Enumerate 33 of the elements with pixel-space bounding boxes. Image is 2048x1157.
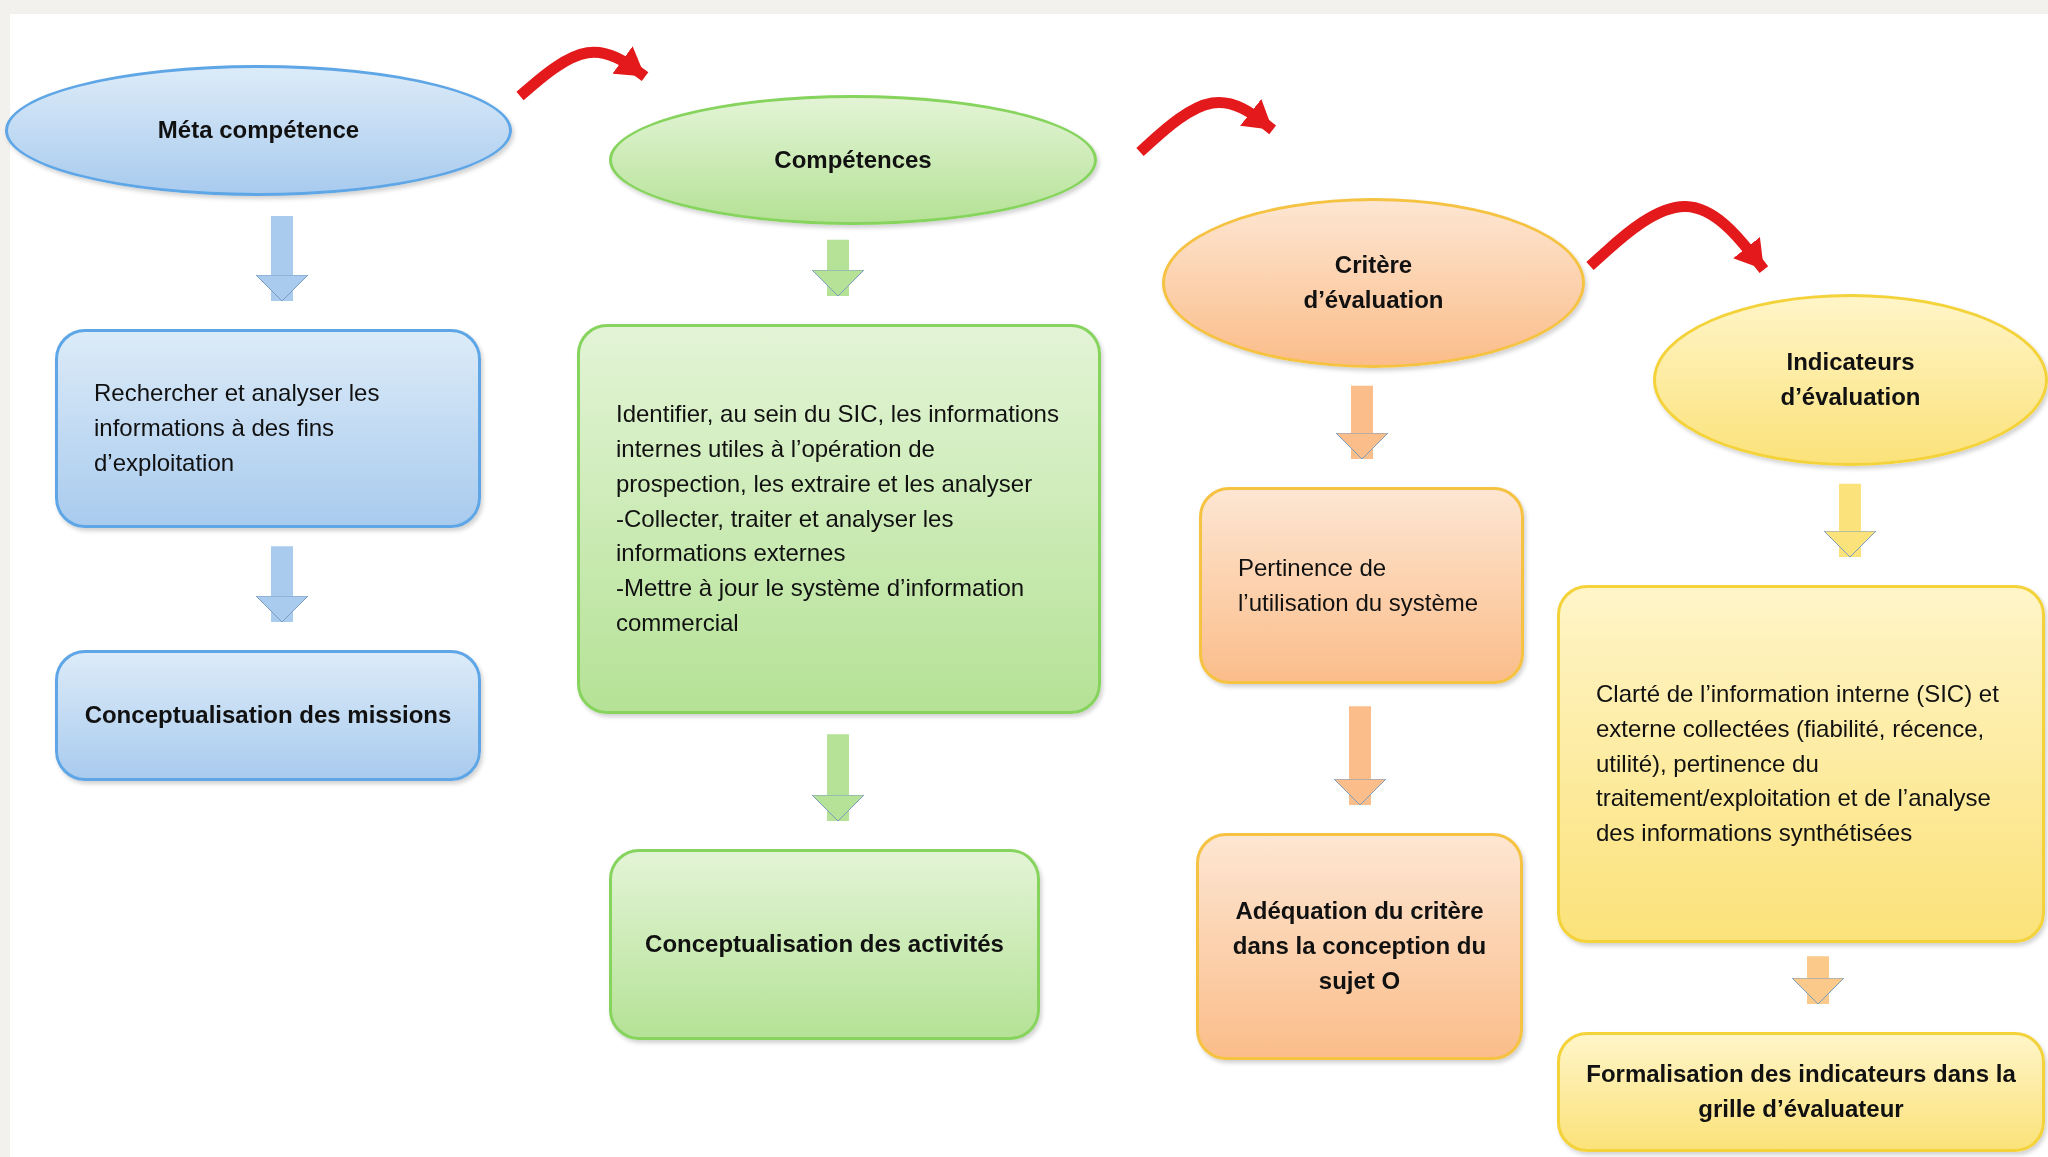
node-heading: Conceptualisation des missions — [83, 700, 453, 731]
description-text: Rechercher et analyser les informations à des fins d’exploitation — [94, 378, 381, 478]
node-heading: Adéquation du critère dans la conception du sujet O — [1231, 896, 1488, 996]
block-arrow — [1333, 706, 1387, 806]
rounded-box — [55, 650, 481, 781]
node-heading: Formalisation des indicateurs dans la grille d’évaluateur — [1585, 1059, 2017, 1124]
rounded-box — [609, 849, 1040, 1040]
description-text: Identifier, au sein du SIC, les informations internes utiles à l’opération de prospection, les extraire et les analyser — [616, 399, 1060, 499]
description-text: -Mettre à jour le système d’information commercial — [616, 573, 1026, 638]
rounded-box — [1196, 833, 1523, 1060]
rounded-box — [577, 324, 1101, 714]
block-arrow — [255, 215, 309, 302]
curved-arrow — [1586, 201, 1769, 273]
description-text: Clarté de l’information interne (SIC) et externe collectées (fiabilité, récence, utilité), pertinence du traitement/exploitation et de l’analyse des informations synthétisées — [1596, 679, 2000, 849]
node-title: Critère d’évaluation — [1302, 250, 1445, 315]
block-arrow — [1823, 483, 1877, 558]
rounded-box — [1557, 585, 2045, 943]
block-arrow — [255, 546, 309, 623]
block-arrow — [1791, 956, 1845, 1005]
curved-arrow — [1136, 96, 1277, 157]
node-title: Compétences — [773, 144, 933, 175]
node-title: Méta compétence — [156, 115, 361, 146]
block-arrow — [1335, 385, 1389, 460]
block-arrow — [811, 239, 865, 297]
description-text: -Collecter, traiter et analyser les informations externes — [616, 503, 955, 569]
node-heading: Conceptualisation des activités — [644, 929, 1005, 960]
block-arrow — [811, 734, 865, 822]
rounded-box — [1199, 487, 1524, 684]
curved-arrow — [516, 46, 649, 101]
rounded-box — [1557, 1032, 2045, 1152]
description-text: Pertinence de l’utilisation du système — [1238, 552, 1480, 618]
rounded-box — [55, 329, 481, 528]
node-title: Indicateurs d’évaluation — [1779, 347, 1922, 412]
